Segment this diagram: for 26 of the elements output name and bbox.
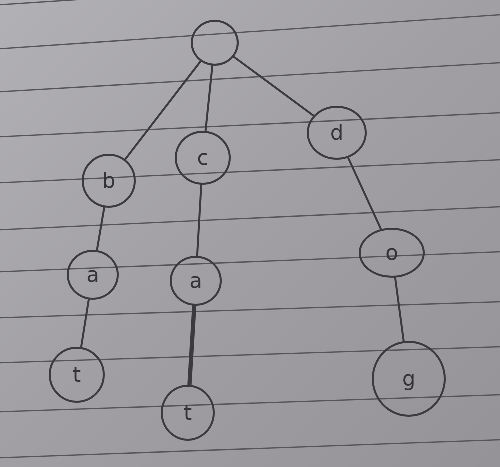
node-circle — [372, 341, 446, 417]
node-letter: a — [190, 270, 202, 292]
node-circle — [191, 20, 239, 66]
node-circle — [82, 154, 136, 208]
node-circle — [359, 228, 425, 278]
connector-line — [347, 157, 382, 230]
node-circle — [161, 385, 215, 441]
node-letter: g — [402, 368, 416, 390]
node-circle — [175, 131, 231, 185]
node-letter: t — [184, 402, 192, 424]
connector-line — [80, 298, 90, 348]
node-circle — [49, 347, 105, 403]
node-circle — [170, 256, 222, 306]
node-letter: a — [86, 264, 100, 286]
connector-line — [188, 304, 197, 388]
node-letter: d — [330, 122, 344, 144]
connector-line — [233, 56, 315, 117]
connector-line — [196, 184, 202, 257]
node-letter: t — [72, 364, 82, 386]
node-letter: c — [197, 148, 209, 168]
connector-line — [96, 206, 106, 252]
connector-line — [394, 276, 405, 342]
node-circle — [67, 250, 119, 300]
connector-line — [124, 60, 202, 161]
node-circle — [307, 106, 367, 160]
connector-line — [204, 64, 214, 132]
